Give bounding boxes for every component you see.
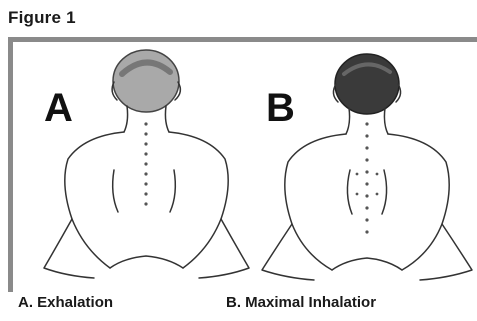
panel-a-spine	[144, 122, 147, 205]
panel-b-left-torso	[285, 134, 346, 270]
panel-a-caption: A. Exhalation	[18, 294, 113, 311]
panel-b-spine	[356, 122, 379, 233]
panel-b-letter: B	[266, 86, 295, 131]
panel-a-right-scapula	[170, 170, 175, 212]
panel-a-head	[113, 50, 179, 112]
panel-b-neck-left	[346, 108, 350, 134]
panel-a-lower-back	[110, 256, 183, 268]
panel-a-right-torso	[169, 132, 228, 268]
panel-b-caption: B. Maximal Inhalatior	[226, 294, 376, 311]
panel-b-neck-right	[384, 108, 388, 134]
panel-a-left-arm	[44, 219, 94, 278]
figure-title: Figure 1	[8, 8, 76, 28]
panel-b-right-torso	[388, 134, 449, 270]
panel-b-right-arm	[420, 224, 472, 280]
panel-a-left-torso	[65, 132, 124, 268]
panel-a-left-scapula	[113, 170, 118, 212]
panel-b-left-arm	[262, 224, 314, 280]
panel-a-neck-left	[124, 106, 128, 132]
panel-b-lower-back	[332, 258, 402, 270]
panel-a-neck-right	[165, 106, 169, 132]
panel-b-right-scapula	[382, 170, 387, 214]
panel-a-right-arm	[199, 219, 249, 278]
back-illustration	[14, 44, 477, 292]
panel-b-left-scapula	[347, 170, 352, 214]
figure-frame-top-border	[8, 37, 477, 42]
panel-a-letter: A	[44, 86, 73, 131]
figure-frame-left-border	[8, 37, 13, 292]
